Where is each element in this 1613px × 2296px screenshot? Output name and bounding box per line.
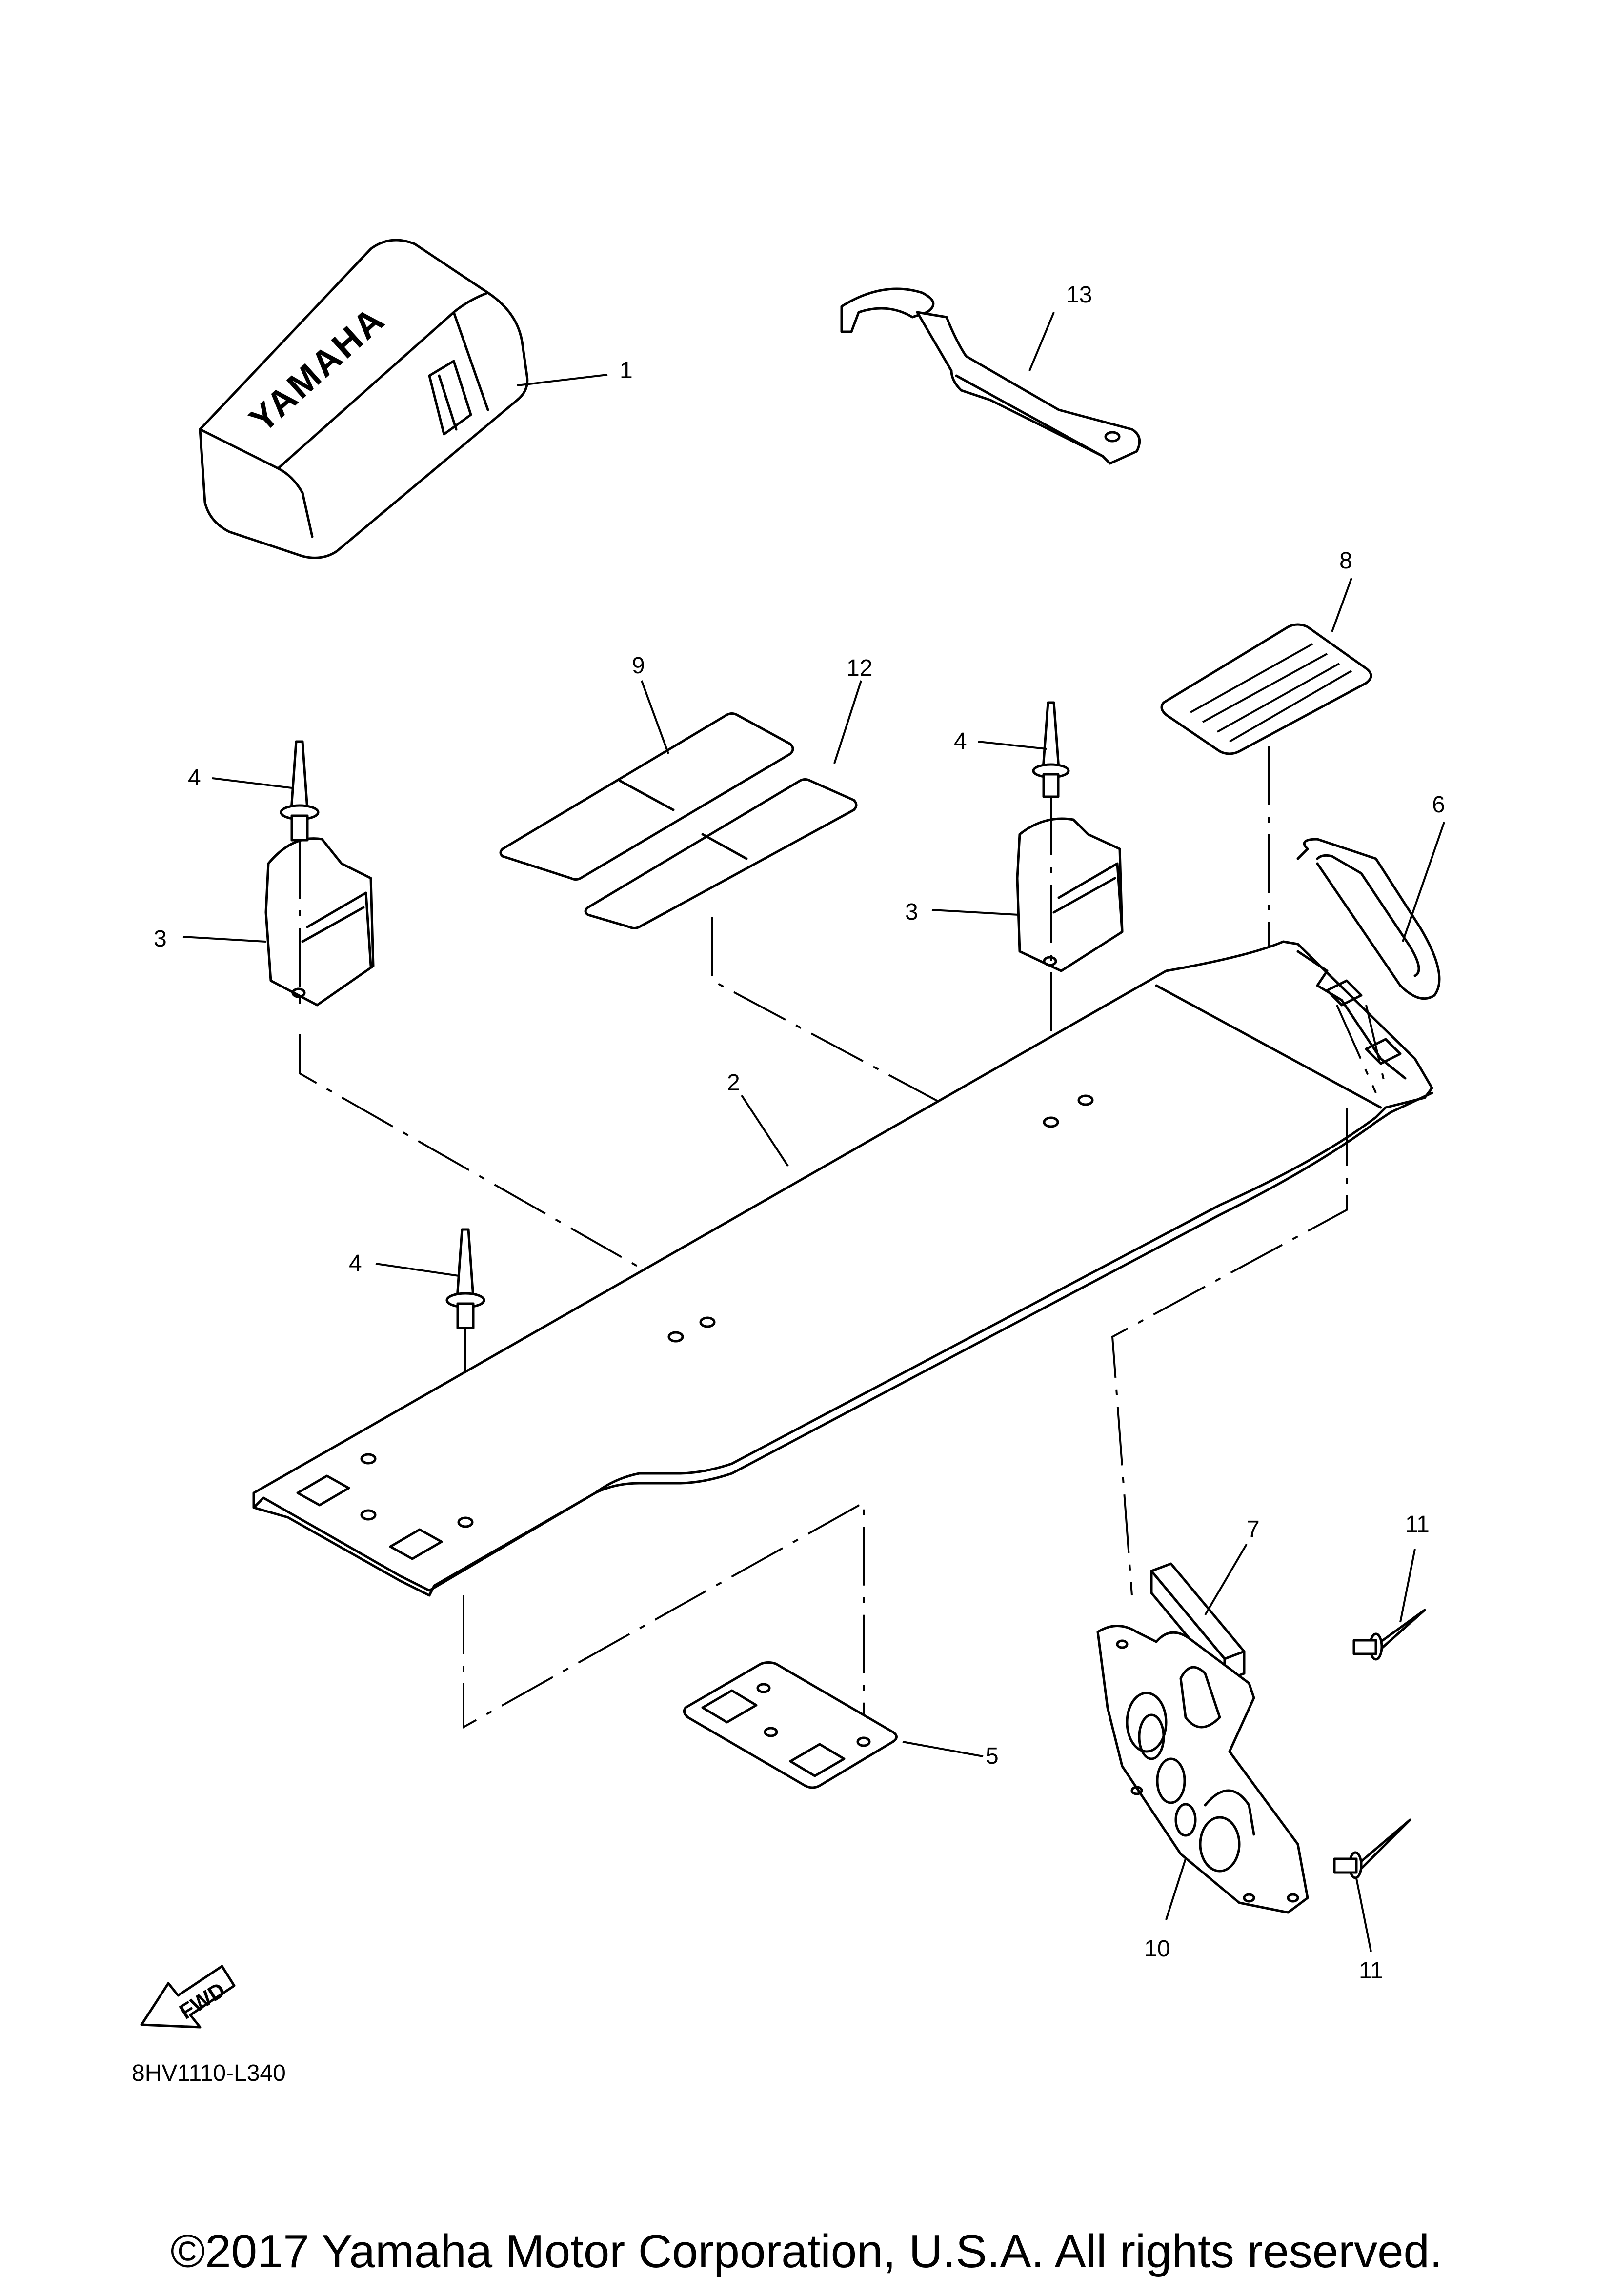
part-4-rivet-left: [280, 740, 320, 842]
copyright-notice: ©2017 Yamaha Motor Corporation, U.S.A. A…: [170, 2225, 1443, 2277]
part-2-base-plate: [252, 940, 1433, 1597]
part-8-pad: [1160, 623, 1372, 755]
part-4-rivet-right: [1032, 701, 1070, 798]
part-3-bracket-left: [264, 837, 375, 1007]
part-13-spanner: [840, 287, 1141, 465]
callout-11-upper: 11: [1405, 1511, 1430, 1537]
part-9-label: [499, 712, 794, 881]
figure-code: 8HV1110-L340: [132, 2060, 286, 2086]
callout-2: 2: [727, 1070, 740, 1096]
part-4-rivet-lower: [445, 1228, 485, 1329]
part-1-cover: YAMAHA: [199, 239, 529, 559]
callout-12: 12: [847, 655, 872, 681]
callout-5: 5: [986, 1743, 999, 1769]
callout-3-right: 3: [905, 899, 918, 925]
part-3-bracket-right: [1016, 817, 1124, 972]
callout-8: 8: [1339, 548, 1352, 574]
callout-6: 6: [1432, 792, 1445, 818]
part-11-rivet-upper: [1352, 1609, 1426, 1661]
callout-4-left: 4: [188, 765, 201, 791]
part-6-clip: [1296, 838, 1441, 1000]
callout-11-lower: 11: [1359, 1958, 1383, 1984]
part-11-rivet-lower: [1333, 1818, 1411, 1879]
callout-4-lower: 4: [349, 1250, 362, 1276]
fwd-arrow-icon: FWD: [140, 1965, 236, 2029]
part-12-label: [584, 778, 858, 929]
callout-7: 7: [1247, 1516, 1260, 1542]
callout-3-left: 3: [154, 926, 167, 952]
callout-1: 1: [620, 358, 633, 383]
part-5-plate: [683, 1661, 898, 1789]
callout-9: 9: [632, 653, 645, 679]
callout-10: 10: [1144, 1936, 1170, 1962]
callout-13: 13: [1066, 282, 1092, 308]
callout-4-right: 4: [954, 728, 967, 754]
part-10-bracket: [1096, 1625, 1309, 1914]
